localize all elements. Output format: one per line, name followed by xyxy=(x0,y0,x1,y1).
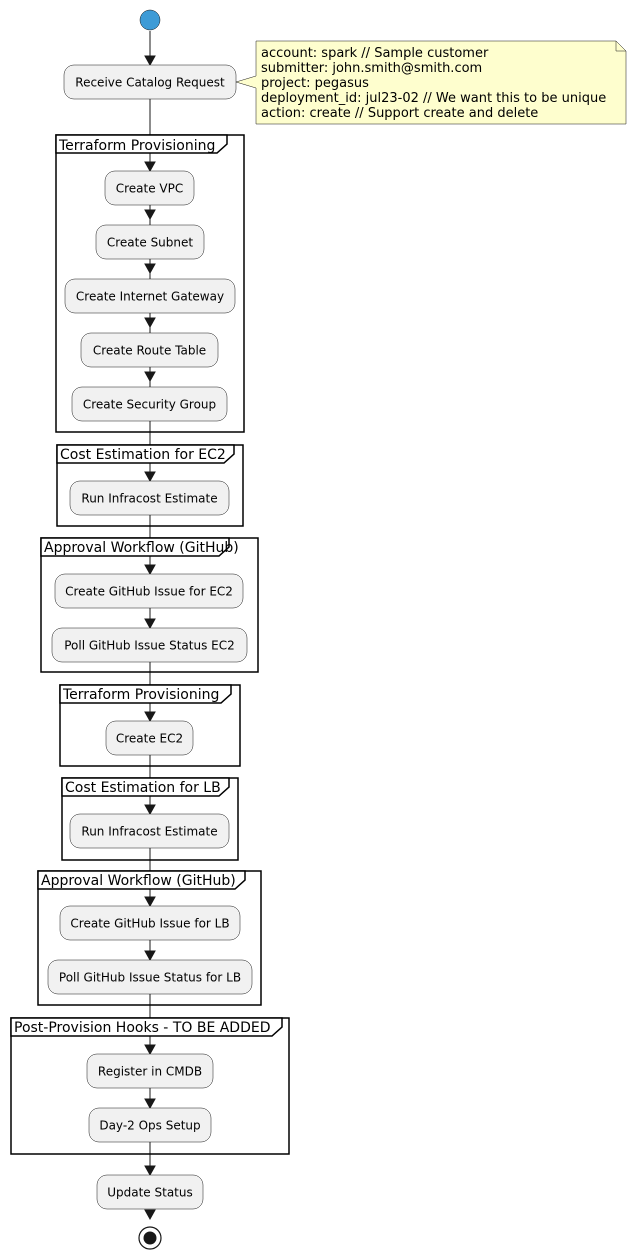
svg-text:Update Status: Update Status xyxy=(107,1186,193,1200)
partition-title: Approval Workflow (GitHub) xyxy=(44,540,239,556)
note: account: spark // Sample customer submit… xyxy=(235,40,627,125)
partition-approval-workflow-ec2: Approval Workflow (GitHub) xyxy=(40,537,259,673)
activity-update-status: Update Status xyxy=(96,1174,204,1210)
partition-post-provision-hooks: Post-Provision Hooks - TO BE ADDED xyxy=(10,1017,290,1155)
activity-register-in-cmdb: Register in CMDB xyxy=(86,1053,214,1089)
note-line: project: pegasus xyxy=(261,76,369,91)
svg-text:Create Internet Gateway: Create Internet Gateway xyxy=(76,290,224,304)
partition-terraform-provisioning-1: Terraform Provisioning xyxy=(55,134,245,433)
stop-node xyxy=(138,1226,162,1250)
activity-create-internet-gateway: Create Internet Gateway xyxy=(64,278,236,314)
partition-cost-estimation-lb: Cost Estimation for LB xyxy=(61,777,239,861)
partition-title: Cost Estimation for LB xyxy=(65,780,221,796)
activity-create-ec2: Create EC2 xyxy=(105,720,194,756)
svg-text:Receive Catalog Request: Receive Catalog Request xyxy=(75,76,225,90)
svg-text:Create EC2: Create EC2 xyxy=(116,732,183,746)
activity-poll-github-status-ec2: Poll GitHub Issue Status EC2 xyxy=(51,627,248,663)
activity-create-subnet: Create Subnet xyxy=(95,224,205,260)
note-line: deployment_id: jul23-02 // We want this … xyxy=(261,91,606,106)
activity-create-github-issue-ec2: Create GitHub Issue for EC2 xyxy=(54,573,244,609)
partition-title: Terraform Provisioning xyxy=(62,687,219,703)
activity-run-infracost-estimate-ec2: Run Infracost Estimate xyxy=(69,480,230,516)
svg-text:Run Infracost Estimate: Run Infracost Estimate xyxy=(81,825,217,839)
svg-text:Create Subnet: Create Subnet xyxy=(107,236,194,250)
activity-create-github-issue-lb: Create GitHub Issue for LB xyxy=(59,905,241,941)
partition-title: Cost Estimation for EC2 xyxy=(60,447,226,463)
partition-approval-workflow-lb: Approval Workflow (GitHub) xyxy=(37,870,262,1006)
svg-text:Create GitHub Issue for LB: Create GitHub Issue for LB xyxy=(70,917,229,931)
activity-create-vpc: Create VPC xyxy=(104,170,195,206)
activity-create-security-group: Create Security Group xyxy=(71,386,228,422)
partition-terraform-provisioning-2: Terraform Provisioning xyxy=(59,684,241,767)
activity-receive-catalog-request: Receive Catalog Request xyxy=(63,64,237,100)
svg-text:Create Route Table: Create Route Table xyxy=(93,344,206,358)
activity-run-infracost-estimate-lb: Run Infracost Estimate xyxy=(69,813,230,849)
svg-text:Poll GitHub Issue Status for L: Poll GitHub Issue Status for LB xyxy=(59,971,241,985)
partition-title: Terraform Provisioning xyxy=(58,138,215,154)
activity-create-route-table: Create Route Table xyxy=(80,332,219,368)
partition-title: Approval Workflow (GitHub) xyxy=(41,873,236,889)
svg-text:Day-2 Ops Setup: Day-2 Ops Setup xyxy=(99,1119,200,1133)
svg-text:Create VPC: Create VPC xyxy=(116,182,184,196)
partition-title: Post-Provision Hooks - TO BE ADDED xyxy=(14,1020,271,1036)
note-line: submitter: john.smith@smith.com xyxy=(261,61,482,76)
activity-poll-github-status-lb: Poll GitHub Issue Status for LB xyxy=(47,959,253,995)
note-line: action: create // Support create and del… xyxy=(261,106,538,121)
svg-text:Create Security Group: Create Security Group xyxy=(83,398,216,412)
partition-cost-estimation-ec2: Cost Estimation for EC2 xyxy=(56,444,244,527)
svg-text:Register in CMDB: Register in CMDB xyxy=(98,1065,202,1079)
svg-text:Run Infracost Estimate: Run Infracost Estimate xyxy=(81,492,217,506)
svg-text:Create GitHub Issue for EC2: Create GitHub Issue for EC2 xyxy=(65,585,233,599)
svg-text:Poll GitHub Issue Status EC2: Poll GitHub Issue Status EC2 xyxy=(64,639,235,653)
note-line: account: spark // Sample customer xyxy=(261,46,489,61)
start-node xyxy=(139,9,161,31)
arrowheads xyxy=(144,55,156,1221)
activity-day2-ops-setup: Day-2 Ops Setup xyxy=(88,1107,212,1143)
